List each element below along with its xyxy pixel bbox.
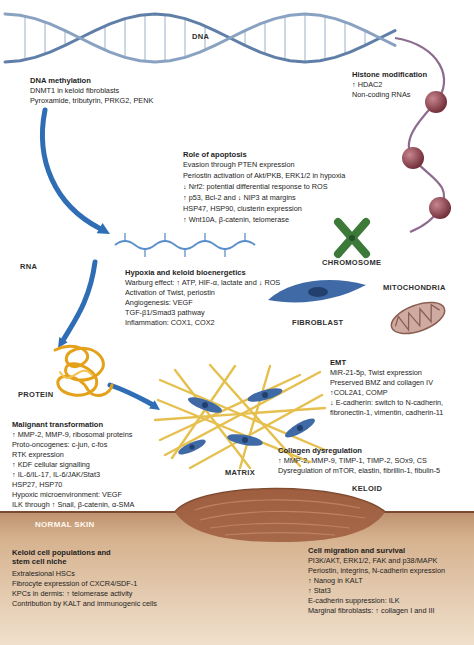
section-text: Periostin, integrins, N-cadherin express… (308, 567, 445, 576)
section-text: ↑ Nanog in KALT (308, 577, 363, 586)
illustration-label: KELOID (352, 484, 382, 493)
illustration-label: DNA (192, 32, 209, 41)
section-text: ↑ IL-6/IL-17, IL-6/JAK/Stat3 (12, 471, 100, 480)
keloid-mass (175, 489, 385, 542)
section-text: Dysregulation of mTOR, elastin, fibrilli… (278, 467, 440, 476)
section-text: Inflammation: COX1, COX2 (125, 319, 215, 328)
chromatin (395, 38, 451, 232)
section-text: ↑ Stat3 (308, 587, 331, 596)
section-text: ↑ KDF cellular signalling (12, 461, 90, 470)
section-text: ↑COL2A1, COMP (330, 389, 388, 398)
section-text: Warburg effect: ↑ ATP, HIF-α, lactate an… (125, 279, 280, 288)
section-text: Marginal fibroblasts: ↑ collagen I and I… (308, 607, 435, 616)
chromosome-icon (338, 222, 366, 254)
section-text: ↑ MMP-2, MMP-9, TIMP-1, TIMP-2, SOx9, CS (278, 457, 427, 466)
mitochondrion (387, 296, 449, 340)
illustration-label: NORMAL SKIN (35, 520, 95, 530)
section-text: ↓ Nrf2: potential differential response … (183, 183, 328, 192)
illustration-label: MITOCHONDRIA (383, 283, 446, 292)
dna-helix (5, 14, 395, 62)
rna-bases (125, 233, 245, 257)
flow-arrow (42, 110, 99, 228)
section-text: KPCs in dermis: ↑ telomerase activity (12, 590, 132, 599)
flow-arrows (42, 110, 160, 410)
section-text: Extralesional HSCs (12, 570, 75, 579)
section-text: ↓ E-cadherin: switch to N-cadherin, (330, 399, 443, 408)
section-text: HSP47, HSP90, clusterin expression (183, 205, 302, 214)
helix-strand (5, 14, 395, 62)
section-heading: Cell migration and survival (308, 546, 405, 555)
section-text: DNMT1 in keloid fibroblasts (30, 87, 119, 96)
nucleosome (429, 197, 451, 219)
helix-strand (5, 14, 395, 62)
nucleosome (425, 91, 447, 113)
section-heading: Role of apoptosis (183, 150, 247, 159)
section-text: Angiogenesis: VEGF (125, 299, 193, 308)
section-heading: DNA methylation (30, 76, 91, 85)
section-text: Activation of Twist, periostin (125, 289, 215, 298)
section-heading: Collagen dysregulation (278, 446, 362, 455)
illustration-label: MATRIX (225, 468, 255, 477)
section-heading: Histone modification (352, 70, 427, 79)
mitochondrion-outer (387, 296, 449, 340)
section-text: Periostin activation of Akt/PKB, ERK1/2 … (183, 172, 345, 181)
section-text: Hypoxic microenvironment: VEGF (12, 491, 122, 500)
section-text: TGF-β1/Smad3 pathway (125, 309, 205, 318)
rna-backbone (115, 241, 255, 249)
flow-arrow (64, 262, 96, 340)
flow-arrow (110, 385, 152, 404)
arrow-head (149, 400, 160, 410)
protein-fold (55, 346, 112, 395)
section-heading: Malignant transformation (12, 420, 103, 429)
cell-body (268, 280, 366, 302)
section-text: RTK expression (12, 451, 64, 460)
section-text: HSP27, HSP70 (12, 481, 62, 490)
illustration-label: FIBROBLAST (292, 318, 343, 327)
section-text: Evasion through PTEN expression (183, 161, 295, 170)
section-text: Proto-oncogenes: c-jun, c-fos (12, 441, 107, 450)
cell-nucleus (308, 287, 328, 297)
nucleosome (402, 147, 424, 169)
section-text: E-cadherin suppression: ILK (308, 597, 400, 606)
protein-chain (55, 346, 112, 395)
illustration-label: RNA (20, 262, 37, 271)
chromatid (338, 222, 366, 254)
section-heading: Hypoxia and keloid bioenergetics (125, 268, 246, 277)
section-text: Pyroxamide, tributyrin, PRKG2, PENK (30, 97, 153, 106)
section-heading: EMT (330, 358, 346, 367)
section-text: Fibrocyte expression of CXCR4/SDF-1 (12, 580, 137, 589)
section-text: Preserved BMZ and collagen IV (330, 379, 433, 388)
arrow-head (97, 223, 110, 234)
section-text: ↑ p53, Bcl-2 and ↓ NIP3 at margins (183, 194, 296, 203)
mitochondrion-cristae (393, 303, 443, 334)
section-text: PI3K/AKT, ERK1/2, FAK and p38/MAPK (308, 557, 437, 566)
keloid-texture (210, 524, 350, 529)
protein-chain (60, 371, 92, 378)
centromere (349, 235, 355, 241)
skin-band (0, 489, 474, 645)
section-text: ↑ HDAC2 (352, 81, 382, 90)
section-text: ↑ MMP-2, MMP-9, ribosomal proteins (12, 431, 132, 440)
section-text: Contribution by KALT and immunogenic cel… (12, 600, 157, 609)
section-text: ↑ Wnt10A, β-catenin, telomerase (183, 216, 289, 225)
keloid-texture (225, 533, 335, 535)
section-text: ILK through ↑ Snail, β-catenin, α-SMA (12, 501, 134, 510)
section-text: MiR-21-5p, Twist expression (330, 369, 422, 378)
keloid-texture (195, 500, 360, 510)
rna-strand (115, 233, 255, 257)
chromatid (338, 222, 366, 254)
section-text: Non-coding RNAs (352, 91, 410, 100)
fibroblast-cell (268, 280, 366, 302)
keloid-texture (200, 511, 365, 520)
illustration-label: CHROMOSOME (322, 258, 381, 267)
section-text: fibronectin-1, vimentin, cadherin-11 (330, 409, 443, 418)
section-heading: Keloid cell populations and stem cell ni… (12, 548, 130, 566)
illustration-label: PROTEIN (18, 390, 53, 399)
